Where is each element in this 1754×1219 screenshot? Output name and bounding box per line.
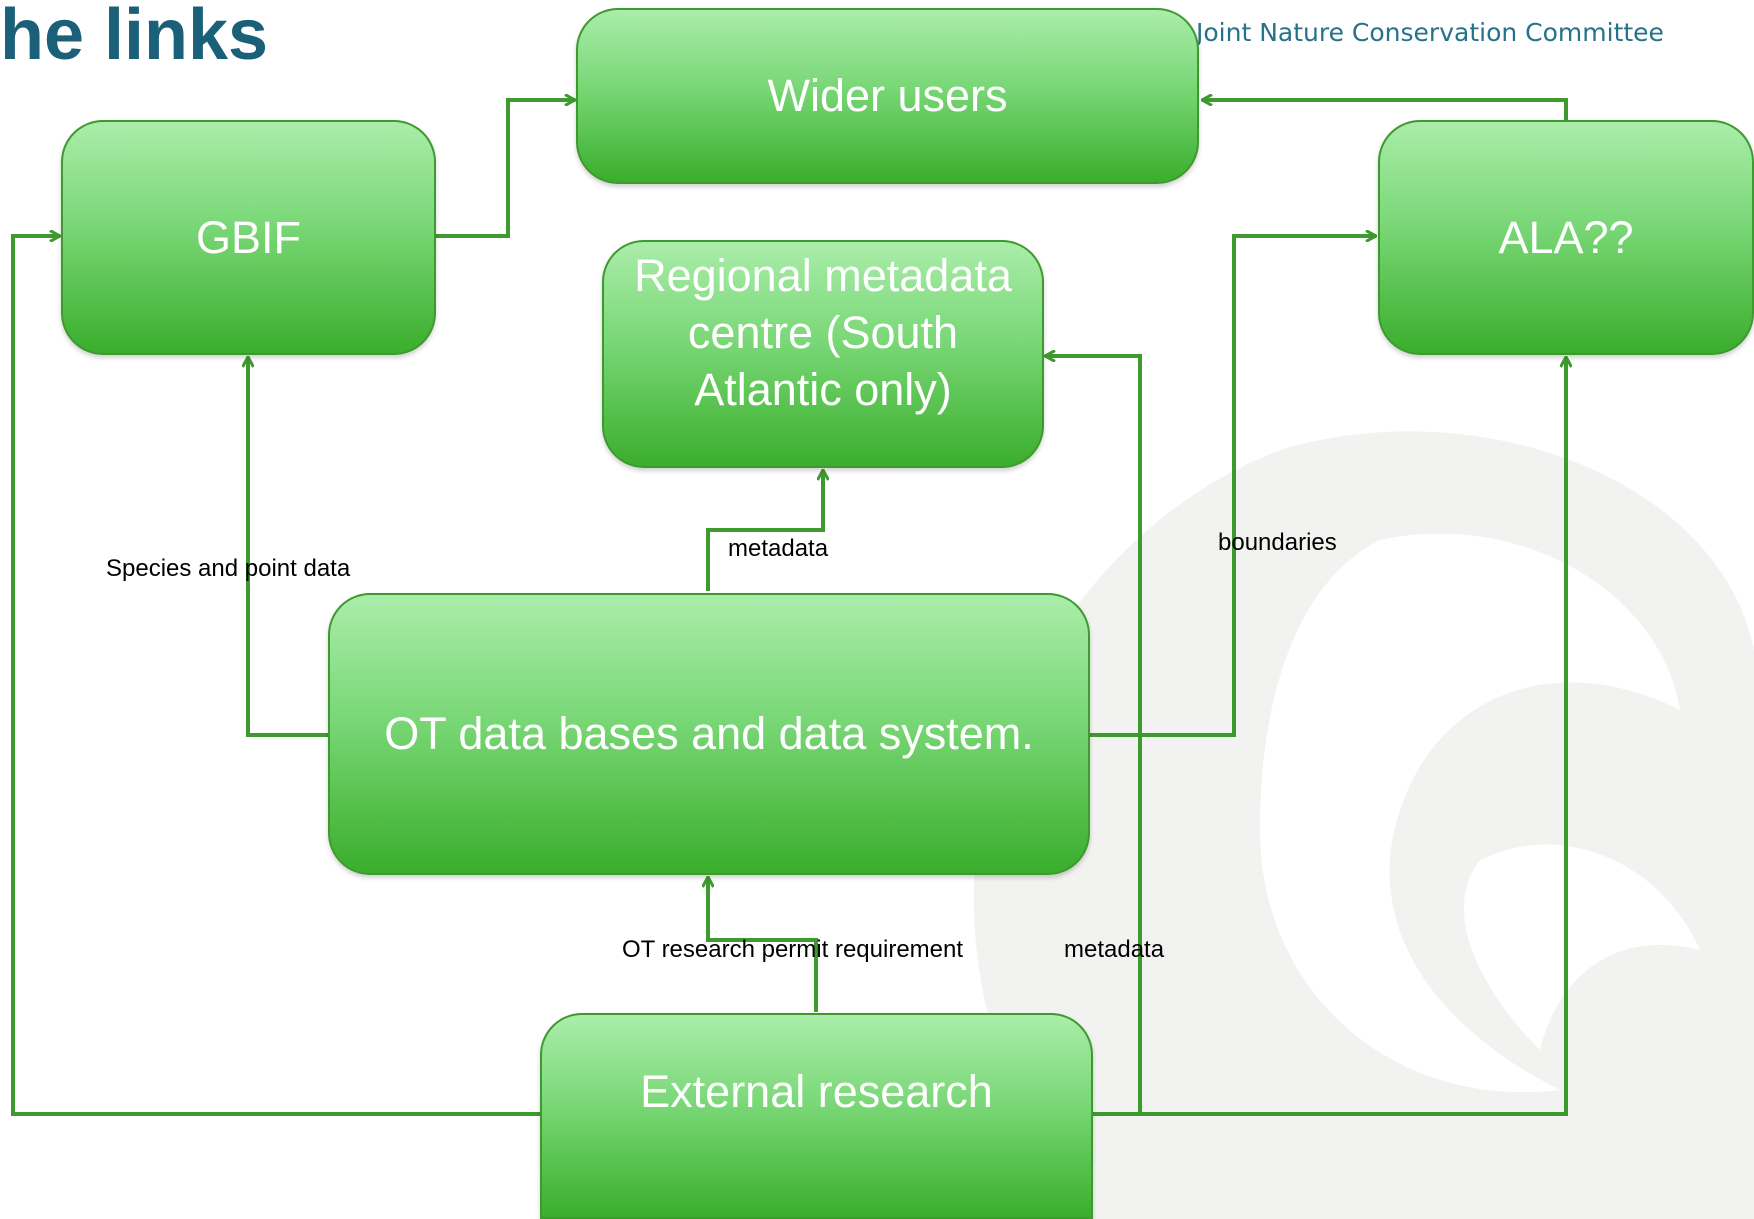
node-external-research-label: External research xyxy=(640,1066,993,1118)
slide-title: he links xyxy=(0,0,269,75)
watermark-graphic xyxy=(973,431,1754,1219)
node-gbif-label: GBIF xyxy=(195,211,301,263)
label-boundaries: boundaries xyxy=(1218,529,1337,556)
label-metadata-lower: metadata xyxy=(1064,936,1165,963)
logo-caption: Joint Nature Conservation Committee xyxy=(1196,18,1664,47)
node-regional-metadata-centre-label: Regional metadata centre (South Atlantic… xyxy=(634,250,1012,416)
connector-gbif-to-wider-users xyxy=(435,100,575,238)
node-ala: ALA?? xyxy=(1378,120,1754,355)
node-regional-metadata-centre: Regional metadata centre (South Atlantic… xyxy=(602,240,1044,468)
label-metadata-upper: metadata xyxy=(728,535,829,562)
label-ot-research-permit-requirement: OT research permit requirement xyxy=(622,936,964,963)
node-ala-label: ALA?? xyxy=(1498,211,1634,263)
connector-ala-to-wider-users xyxy=(1202,100,1568,120)
connector-ot-to-regional xyxy=(706,470,823,591)
node-ot-databases: OT data bases and data system. xyxy=(328,593,1090,875)
node-wider-users: Wider users xyxy=(576,8,1199,184)
label-species-and-point-data: Species and point data xyxy=(106,555,351,582)
connector-external-to-ala xyxy=(1091,357,1566,1116)
connector-ot-to-gbif xyxy=(248,357,328,737)
node-gbif: GBIF xyxy=(61,120,436,355)
node-ot-databases-label: OT data bases and data system. xyxy=(384,708,1034,760)
connector-external-to-ot xyxy=(708,877,818,1012)
connector-ot-to-ala xyxy=(1088,236,1376,737)
connector-external-to-gbif xyxy=(11,236,541,1116)
node-external-research: External research xyxy=(540,1013,1093,1219)
node-wider-users-label: Wider users xyxy=(767,70,1008,122)
